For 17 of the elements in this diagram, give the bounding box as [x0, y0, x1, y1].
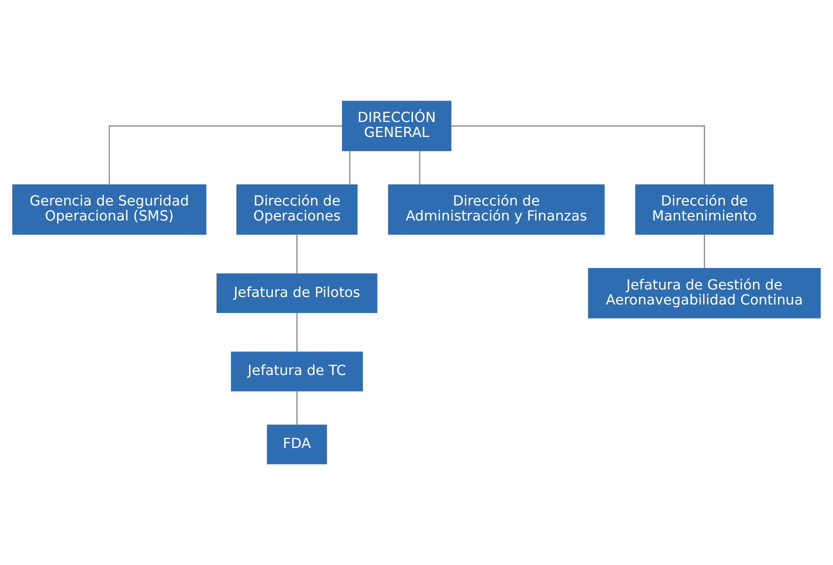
- node-box: Jefatura de Gestión de Aeronavegabilidad Continua: [588, 268, 821, 318]
- connector: [296, 391, 298, 425]
- node-box: Jefatura de TC: [231, 352, 363, 392]
- connector: [349, 151, 350, 185]
- node-box: DIRECCIÓN GENERAL: [342, 100, 452, 152]
- node-box: Dirección de Operaciones: [236, 184, 358, 235]
- connector: [296, 234, 298, 274]
- node-box: Dirección de Administración y Finanzas: [388, 184, 605, 235]
- connector: [419, 151, 420, 185]
- connector: [704, 234, 705, 268]
- node-box: Gerencia de Seguridad Operacional (SMS): [12, 184, 206, 235]
- node-box: Dirección de Mantenimiento: [635, 184, 774, 235]
- node-box: Jefatura de Pilotos: [216, 273, 378, 314]
- connector: [108, 125, 342, 184]
- connector: [450, 125, 705, 184]
- node-box: FDA: [266, 424, 327, 464]
- connector: [296, 312, 298, 352]
